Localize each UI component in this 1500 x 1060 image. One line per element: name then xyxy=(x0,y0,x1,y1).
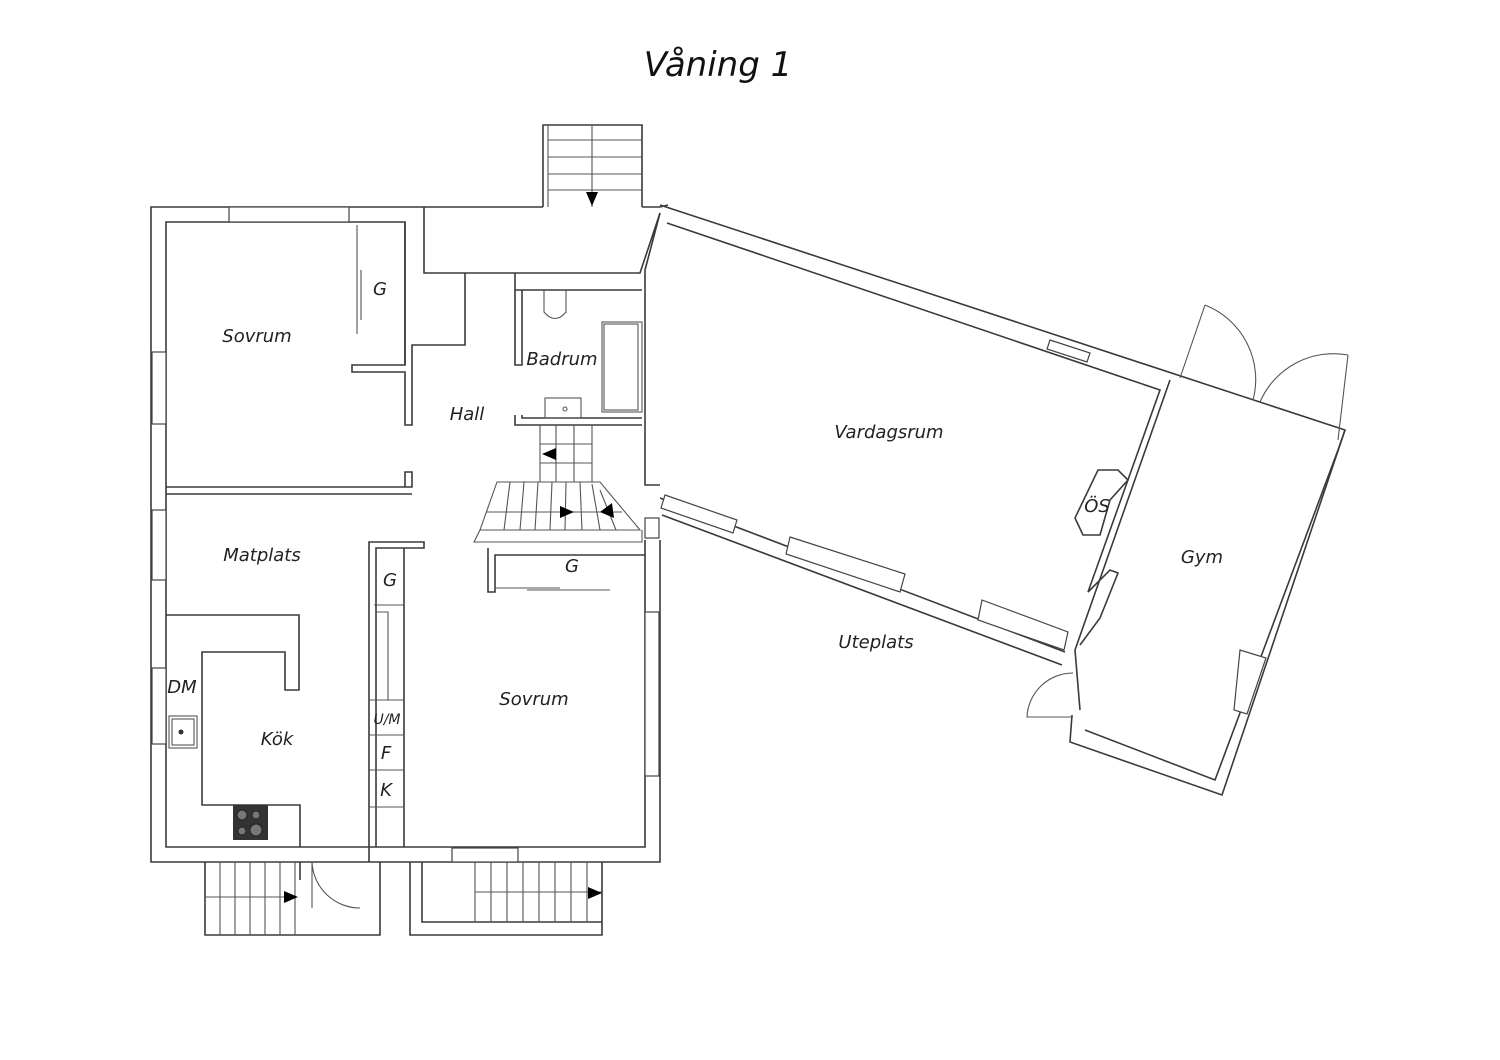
label-f: F xyxy=(381,743,392,764)
stove-icon xyxy=(233,805,268,840)
label-garderob-2: G xyxy=(383,570,397,591)
label-vardagsrum: Vardagsrum xyxy=(834,422,943,443)
vardagsrum-walls xyxy=(659,204,1349,797)
windows xyxy=(151,206,660,863)
label-k: K xyxy=(380,780,393,801)
label-hall: Hall xyxy=(450,404,485,425)
label-badrum: Badrum xyxy=(526,349,597,370)
sink-icon xyxy=(544,397,582,419)
label-oppen-spis: ÖS xyxy=(1084,495,1110,517)
door-swing-gym xyxy=(1026,672,1074,718)
floor-title: Våning 1 xyxy=(644,45,792,85)
label-garderob-3: G xyxy=(565,556,579,577)
door-swing xyxy=(311,861,361,909)
main-block-walls xyxy=(150,124,669,936)
label-gym: Gym xyxy=(1181,547,1223,568)
label-sovrum-2: Sovrum xyxy=(499,689,568,710)
label-kok: Kök xyxy=(261,729,295,750)
double-door xyxy=(1179,304,1349,441)
label-garderob-1: G xyxy=(373,279,387,300)
room-labels: Sovrum G Hall Badrum Vardagsrum ÖS Gym M… xyxy=(167,279,1223,801)
label-sovrum-1: Sovrum xyxy=(222,326,291,347)
label-um: U/M xyxy=(373,712,400,728)
label-diskmaskin: DM xyxy=(167,677,197,698)
label-uteplats: Uteplats xyxy=(838,632,913,653)
label-matplats: Matplats xyxy=(223,545,301,566)
stair-arrow-icon xyxy=(586,192,598,206)
toilet-icon xyxy=(543,290,567,320)
